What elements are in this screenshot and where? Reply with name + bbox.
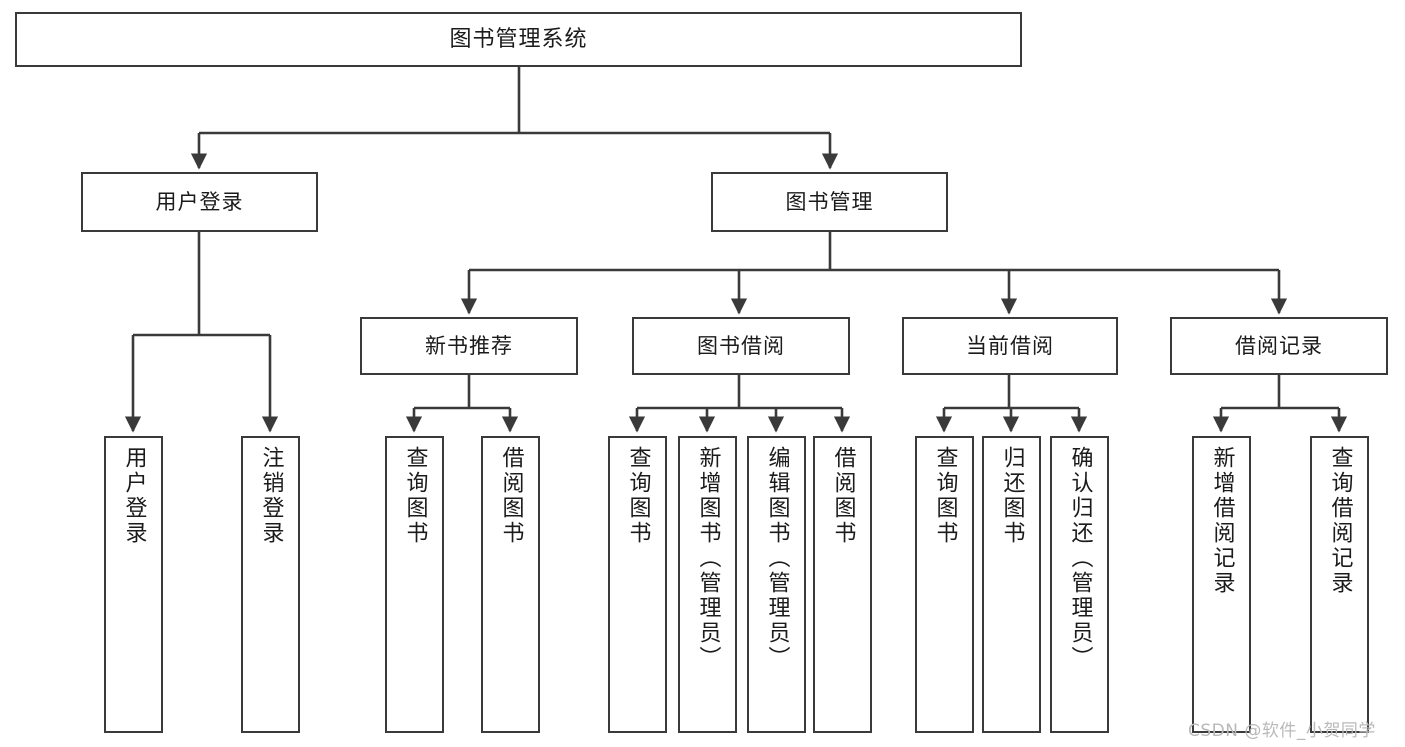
node-current-borrow[interactable]: 当前借阅 [902, 317, 1118, 375]
node-leaf-query-book-2[interactable]: 查询图书 [608, 436, 667, 733]
node-book-borrow-label: 图书借阅 [697, 333, 785, 358]
node-leaf-query-book-3[interactable]: 查询图书 [915, 436, 974, 733]
node-leaf-add-book-label: 新增图书（管理员） [695, 446, 721, 671]
node-leaf-add-record[interactable]: 新增借阅记录 [1192, 436, 1251, 733]
node-new-book-rec-label: 新书推荐 [425, 333, 513, 358]
node-leaf-return-book[interactable]: 归还图书 [982, 436, 1041, 733]
node-leaf-query-book-3-label: 查询图书 [932, 446, 958, 546]
node-leaf-user-login-label: 用户登录 [121, 446, 147, 546]
node-leaf-add-record-label: 新增借阅记录 [1209, 446, 1235, 596]
node-leaf-return-book-label: 归还图书 [999, 446, 1025, 546]
node-leaf-query-record[interactable]: 查询借阅记录 [1310, 436, 1369, 733]
node-leaf-logout-label: 注销登录 [258, 446, 284, 546]
node-leaf-edit-book[interactable]: 编辑图书（管理员） [747, 436, 806, 733]
node-borrow-record-label: 借阅记录 [1235, 333, 1323, 358]
node-leaf-borrow-book-2-label: 借阅图书 [830, 446, 856, 546]
node-book-borrow[interactable]: 图书借阅 [632, 317, 850, 375]
node-borrow-record[interactable]: 借阅记录 [1170, 317, 1388, 375]
node-book-manage-label: 图书管理 [785, 189, 874, 214]
node-leaf-user-login[interactable]: 用户登录 [104, 436, 163, 733]
node-leaf-query-book-1[interactable]: 查询图书 [385, 436, 444, 733]
node-user-login-label: 用户登录 [155, 189, 244, 214]
node-leaf-query-book-1-label: 查询图书 [402, 446, 428, 546]
node-leaf-add-book[interactable]: 新增图书（管理员） [678, 436, 737, 733]
node-user-login[interactable]: 用户登录 [81, 172, 318, 232]
node-leaf-confirm-return[interactable]: 确认归还（管理员） [1050, 436, 1109, 733]
node-leaf-borrow-book-1-label: 借阅图书 [498, 446, 524, 546]
node-leaf-borrow-book-1[interactable]: 借阅图书 [481, 436, 540, 733]
node-root[interactable]: 图书管理系统 [15, 12, 1022, 67]
node-book-manage[interactable]: 图书管理 [711, 172, 948, 232]
node-root-label: 图书管理系统 [449, 26, 588, 52]
node-current-borrow-label: 当前借阅 [966, 333, 1054, 358]
node-leaf-query-record-label: 查询借阅记录 [1327, 446, 1353, 596]
node-leaf-edit-book-label: 编辑图书（管理员） [764, 446, 790, 671]
node-leaf-logout[interactable]: 注销登录 [241, 436, 300, 733]
node-leaf-borrow-book-2[interactable]: 借阅图书 [813, 436, 872, 733]
node-leaf-confirm-return-label: 确认归还（管理员） [1067, 446, 1093, 671]
node-leaf-query-book-2-label: 查询图书 [625, 446, 651, 546]
node-new-book-rec[interactable]: 新书推荐 [360, 317, 578, 375]
